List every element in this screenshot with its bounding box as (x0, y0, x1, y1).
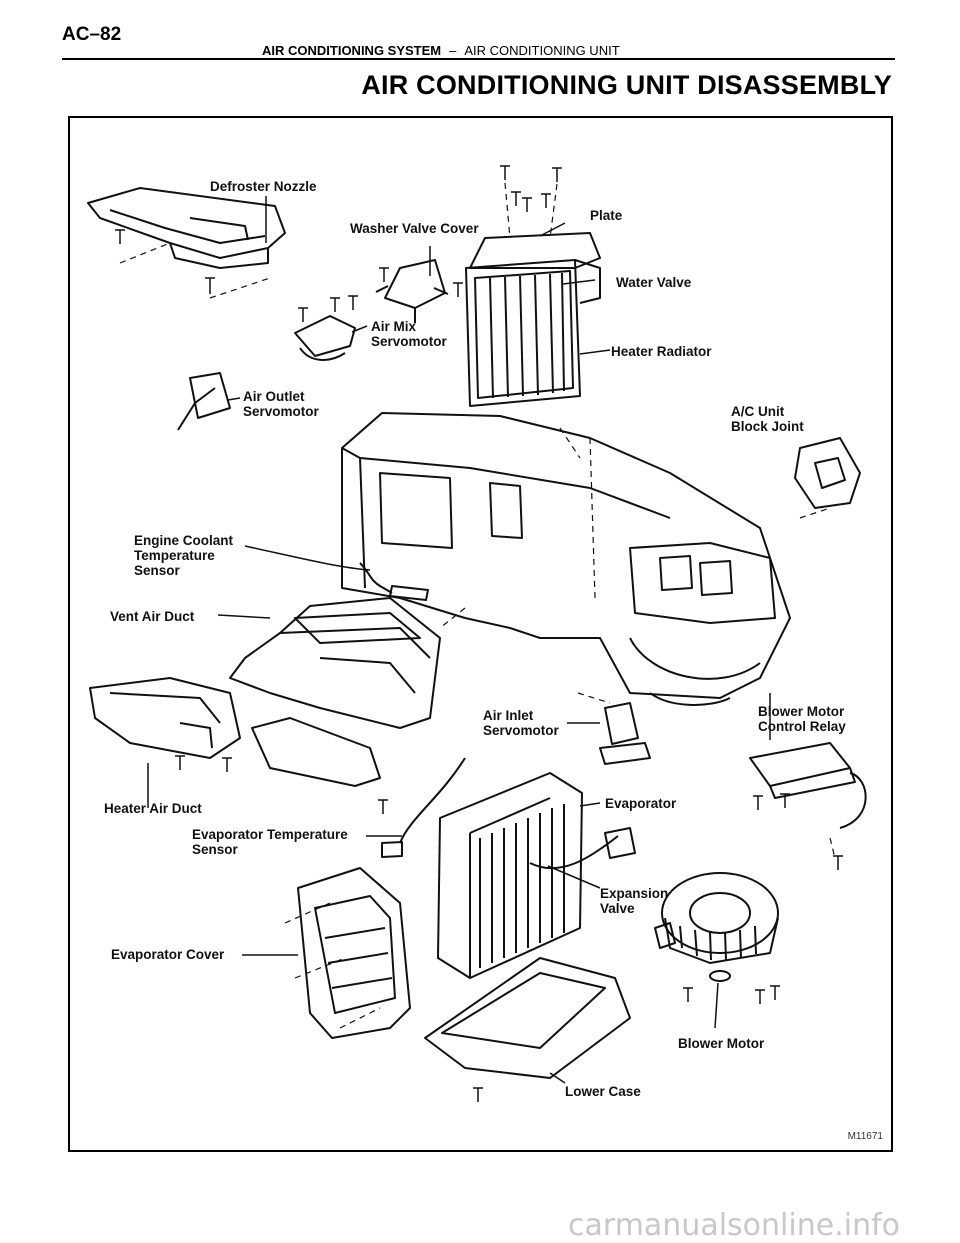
watermark: carmanualsonline.info (568, 1208, 900, 1243)
page-title: AIR CONDITIONING UNIT DISASSEMBLY (361, 70, 892, 100)
label-defroster-nozzle: Defroster Nozzle (210, 179, 317, 194)
figure-code: M11671 (847, 1131, 883, 1142)
control-relay-part (749, 742, 867, 829)
defroster-nozzle-part (87, 187, 286, 269)
ac-unit-housing-part (341, 412, 791, 706)
label-engine-coolant-temperature-sensor: Engine Coolant Temperature Sensor (134, 533, 233, 578)
blower-motor-part (654, 872, 779, 982)
label-plate: Plate (590, 208, 623, 223)
section-title: AIR CONDITIONING SYSTEM (262, 43, 442, 58)
lower-case-part (424, 957, 631, 1079)
air-outlet-servomotor-part (177, 372, 231, 431)
label-expansion-valve: Expansion Valve (600, 886, 669, 916)
label-heater-radiator: Heater Radiator (611, 344, 712, 359)
label-ac-unit-block-joint: A/C Unit Block Joint (731, 404, 804, 434)
label-lower-case: Lower Case (565, 1084, 641, 1099)
header-rule (62, 58, 895, 60)
page-code: AC–82 (62, 24, 122, 45)
heater-radiator-part (465, 232, 601, 407)
label-evaporator-cover: Evaporator Cover (111, 947, 225, 962)
label-air-inlet-servomotor: Air Inlet Servomotor (483, 708, 559, 738)
label-air-mix-servomotor: Air Mix Servomotor (371, 319, 447, 349)
label-blower-motor: Blower Motor (678, 1036, 765, 1051)
assembly-guides (119, 182, 836, 1029)
subsection-title: AIR CONDITIONING UNIT (464, 43, 620, 58)
air-mix-servomotor-part (294, 315, 356, 361)
label-blower-motor-control-relay: Blower Motor Control Relay (758, 704, 846, 734)
label-evaporator-temperature-sensor: Evaporator Temperature Sensor (192, 827, 348, 857)
evaporator-cover-part (297, 867, 411, 1039)
washer-valve-cover-part (375, 259, 449, 323)
exploded-view-drawing (87, 165, 867, 1102)
vent-air-duct-part (229, 597, 441, 729)
label-water-valve: Water Valve (616, 275, 692, 290)
air-inlet-servomotor-part (599, 702, 651, 765)
label-evaporator: Evaporator (605, 796, 677, 811)
exploded-view-figure: Defroster Nozzle Washer Valve Cover Plat… (68, 116, 893, 1152)
evaporator-sensor-part (381, 757, 466, 858)
screws (115, 165, 843, 1102)
ac-unit-block-joint-part (794, 437, 861, 509)
running-head: AIR CONDITIONING SYSTEM–AIR CONDITIONING… (262, 43, 620, 58)
coolant-sensor-part (359, 562, 429, 601)
header-separator: – (449, 43, 457, 58)
small-duct-part (251, 717, 381, 787)
leader-lines (147, 196, 771, 1084)
label-air-outlet-servomotor: Air Outlet Servomotor (243, 389, 319, 419)
label-heater-air-duct: Heater Air Duct (104, 801, 202, 816)
label-washer-valve-cover: Washer Valve Cover (350, 221, 479, 236)
heater-air-duct-part (89, 677, 241, 759)
evaporator-part (437, 772, 636, 979)
label-vent-air-duct: Vent Air Duct (110, 609, 195, 624)
